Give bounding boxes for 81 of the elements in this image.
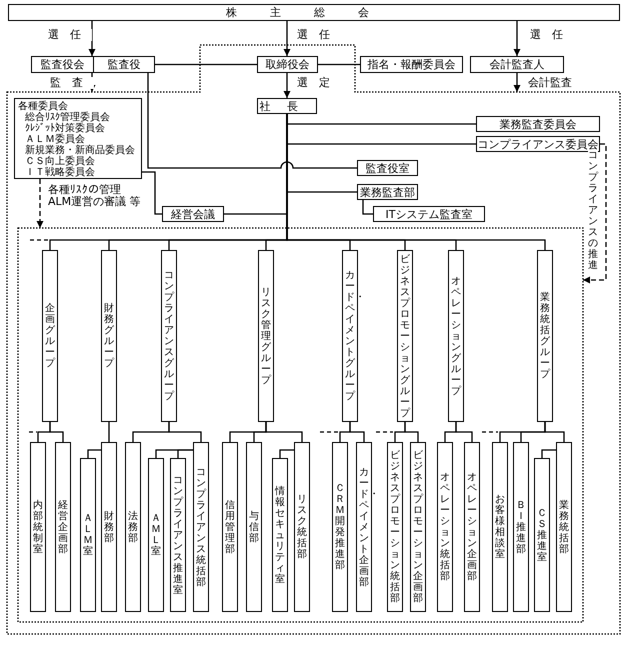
org-box: 社長	[257, 98, 317, 114]
org-box: 株主総会	[8, 4, 620, 21]
department-box: ＣＲＭ開発推進部	[332, 442, 348, 612]
dotted-region	[7, 45, 620, 634]
edge-label: 選任	[48, 29, 92, 41]
department-box: 与信部	[246, 442, 262, 612]
connector-line	[318, 64, 360, 66]
group-box: リスク管理グループ	[258, 250, 274, 422]
committee-item: ＩＴ戦略委員会	[24, 167, 95, 178]
group-box: コンプライアンスグループ	[161, 250, 177, 422]
committee-heading: 各種委員会	[18, 101, 68, 112]
connector-line	[286, 114, 546, 250]
org-box: 監査役室	[357, 160, 418, 176]
group-box: オペレーショングループ	[448, 250, 464, 422]
connector-line	[541, 449, 556, 458]
department-box: 法務部	[125, 442, 141, 612]
connector-line	[177, 449, 193, 458]
arrow	[284, 73, 290, 98]
connector-line	[49, 422, 64, 442]
connector-line	[168, 422, 202, 442]
connector-line	[349, 422, 365, 442]
connector-line	[279, 449, 294, 458]
connector-line	[544, 422, 565, 442]
department-box: コンプライアンス統括部	[193, 442, 209, 612]
org-box: 監査役会	[31, 56, 94, 73]
committee-item: ｸﾚｼﾞｯﾄ対策委員会	[24, 123, 105, 134]
connector-line	[404, 422, 419, 442]
department-box: オペレーション統括部	[437, 442, 453, 612]
connector-line	[142, 171, 162, 215]
group-box: 業務統括グループ	[537, 250, 553, 422]
committee-item: ＡＬＭ委員会	[24, 134, 85, 145]
arrow	[514, 73, 520, 92]
arrow	[583, 143, 607, 284]
org-box: 業務監査委員会	[476, 116, 600, 132]
org-box: 指名・報酬委員会	[360, 56, 463, 73]
dotted-region	[18, 228, 583, 622]
department-box: ＡＬＭ室	[80, 458, 96, 612]
department-box: 情報セキュリティ室	[272, 458, 288, 612]
group-box: 財務グループ	[101, 250, 117, 422]
department-box: 信用管理部	[222, 442, 238, 612]
group-box: ビジネスプロモーショングループ	[397, 250, 413, 422]
committee-item: ＣＳ向上委員会	[24, 156, 95, 167]
committee-box	[14, 98, 142, 179]
department-box: ＢＩ推進部	[513, 442, 529, 612]
connector-line	[147, 73, 357, 169]
arrow	[36, 179, 44, 228]
org-box: コンプライアンス委員会	[476, 136, 600, 152]
department-box: ビジネスプロモーション企画部	[410, 442, 426, 612]
org-box: 取締役会	[257, 56, 318, 73]
department-box: 業務統括部	[556, 442, 572, 612]
edge-label: コンプライアンスの推進	[588, 150, 598, 271]
connector-line	[87, 449, 101, 458]
department-box: ビジネスプロモーション統括部	[387, 442, 403, 612]
department-box: 財務部	[101, 442, 117, 612]
connector-line	[108, 422, 110, 442]
group-box: 企画グループ	[42, 250, 58, 422]
connector-line	[362, 200, 373, 215]
edge-label: 各種ﾘｽｸの管理ALM運営の審議 等	[48, 184, 143, 208]
org-box: ITシステム監査室	[373, 206, 485, 222]
department-box: ＣＳ推進室	[534, 458, 550, 612]
connector-line	[455, 422, 473, 442]
department-box: 内部統制室	[30, 442, 46, 612]
connector-line	[155, 64, 257, 66]
department-box: リスク統括部	[294, 442, 310, 612]
committee-item: 総合ﾘｽｸ管理委員会	[24, 112, 110, 123]
arrow	[284, 21, 290, 56]
org-box: 監査役	[93, 56, 155, 73]
connector-line	[265, 422, 303, 442]
edge-label: 監査	[50, 77, 94, 89]
arrow	[88, 21, 96, 56]
arrow	[514, 21, 520, 56]
department-box: お客様相談室	[492, 442, 508, 612]
org-box: 経営会議	[162, 206, 224, 222]
department-box: オペレーション企画部	[464, 442, 480, 612]
department-box: 経営企画部	[55, 442, 71, 612]
department-box: ＡＭＬ室	[148, 458, 164, 612]
edge-label: 会計監査	[528, 77, 572, 89]
org-box: 業務監査部	[357, 184, 418, 200]
committee-item: 新規業務・新商品委員会	[24, 145, 135, 156]
org-box: 会計監査人	[470, 56, 564, 73]
department-box: コンプライアンス推進室	[170, 458, 186, 612]
